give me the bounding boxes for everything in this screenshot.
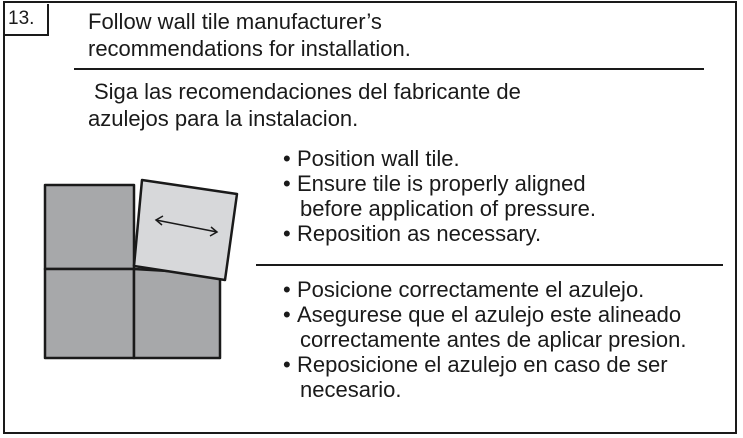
bullet-dot: • [283, 302, 291, 327]
bullet-text-line-2: before application of pressure. [300, 196, 596, 221]
wall-tile-alignment-illustration [43, 178, 239, 360]
section-divider-middle [256, 264, 723, 266]
bullet-text-line-1: Reposicione el azulejo en caso de ser [297, 352, 668, 377]
english-bullet-list: •Position wall tile.•Ensure tile is prop… [283, 146, 596, 246]
alignment-arrow-line [155, 219, 218, 233]
bullet-text-line-1: Asegurese que el azulejo este alineado [297, 302, 682, 327]
spanish-bullet-list: •Posicione correctamente el azulejo.•Ase… [283, 277, 686, 402]
bullet-dot: • [283, 146, 291, 171]
bullet-dot: • [283, 221, 291, 246]
english-bullet-item: •Reposition as necessary. [283, 221, 596, 246]
bullet-text-line-2: correctamente antes de aplicar presion. [300, 327, 687, 352]
step-number: 13. [5, 4, 49, 36]
arrow-head-left-icon [154, 215, 164, 226]
wall-tile-being-positioned [132, 178, 239, 282]
bullet-dot: • [283, 277, 291, 302]
bullet-text-line-1: Posicione correctamente el azulejo. [297, 277, 645, 302]
bullet-dot: • [283, 352, 291, 377]
bullet-text-line-1: Reposition as necessary. [297, 221, 542, 246]
bullet-dot: • [283, 171, 291, 196]
wall-tile-bottom-left [43, 267, 136, 360]
bullet-text-line-1: Ensure tile is properly aligned [297, 171, 586, 196]
section-divider-top [74, 68, 704, 70]
english-instruction-line-1: Follow wall tile manufacturer’s [88, 9, 382, 34]
wall-tile-bottom-right [132, 267, 222, 360]
english-instruction-line-2: recommendations for installation. [88, 36, 411, 61]
bullet-text-line-2: necesario. [300, 377, 402, 402]
bullet-text-line-1: Position wall tile. [297, 146, 460, 171]
spanish-instruction-line-2: azulejos para la instalacion. [88, 106, 359, 131]
english-bullet-item: •Position wall tile. [283, 146, 596, 171]
spanish-instruction-line-1: Siga las recomendaciones del fabricante … [94, 79, 521, 104]
wall-tile-top-left [43, 183, 136, 271]
spanish-bullet-item: •Posicione correctamente el azulejo. [283, 277, 686, 302]
instruction-step-panel [3, 1, 737, 434]
arrow-head-right-icon [209, 226, 219, 237]
